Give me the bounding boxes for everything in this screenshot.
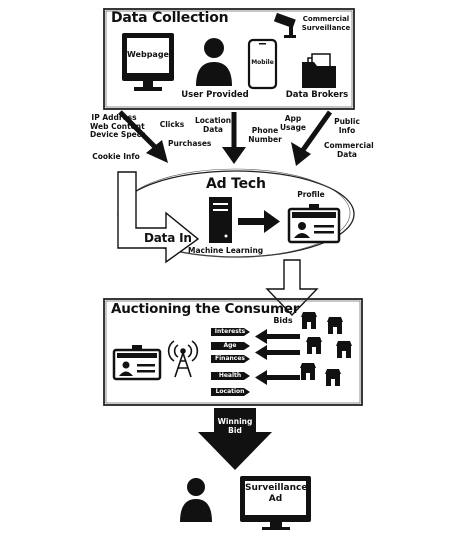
surveillance-ad-monitor-icon [240, 476, 311, 530]
profile-label: Profile [297, 190, 325, 199]
data-brokers-folder-icon [302, 53, 336, 88]
machine-learning-server-icon [209, 197, 232, 243]
webpages-monitor-icon [122, 33, 174, 91]
consumer-person-icon [180, 478, 212, 522]
location-data-label: Location Data [195, 116, 232, 134]
user-provided-label: User Provided [181, 90, 249, 100]
ad-tech-title: Ad Tech [206, 176, 266, 192]
machine-learning-label: Machine Learning [188, 246, 264, 255]
clicks-label: Clicks [159, 120, 185, 129]
bid-arrows [255, 329, 300, 385]
auction-title: Auctioning the Consumer [111, 301, 300, 317]
input-arrows [118, 110, 333, 166]
tag-location: Location [215, 388, 245, 395]
data-collection-box [103, 8, 355, 110]
tag-arrows [211, 328, 250, 396]
mobile-phone-icon [247, 38, 278, 90]
ip-web-device-label: IP Address Web Content Device Specs [90, 113, 146, 139]
profile-id-card-icon [287, 204, 341, 244]
phone-number-label: Phone Number [248, 126, 282, 144]
tag-interests: Interests [214, 328, 246, 335]
webpages-label: Webpages [127, 50, 174, 59]
auction-box [103, 298, 363, 406]
cookie-info-label: Cookie Info [92, 152, 140, 161]
commercial-surveillance-label: Commercial Surveillance [301, 15, 351, 32]
mobile-label: Mobile [251, 59, 274, 66]
data-collection-title: Data Collection [111, 10, 229, 26]
tag-age: Age [223, 342, 237, 349]
tag-finances: Finances [215, 355, 245, 362]
public-info-label: Public Info [334, 117, 360, 135]
user-provided-person-icon [196, 38, 232, 86]
winning-bid-label: Winning Bid [217, 417, 253, 435]
data-in-label: Data In [144, 231, 192, 245]
surveillance-ad-label: Surveillance Ad [245, 483, 308, 504]
tag-health: Health [218, 372, 242, 379]
purchases-label: Purchases [168, 139, 212, 148]
data-in-arrow [117, 171, 200, 264]
signal-tower-icon [167, 340, 199, 378]
commercial-data-label: Commercial Data [324, 141, 374, 159]
ml-to-profile-arrow [238, 210, 280, 233]
surveillance-camera-icon [273, 12, 296, 38]
winning-bid-arrow [198, 408, 272, 470]
data-brokers-label: Data Brokers [285, 90, 349, 100]
bidder-shop-icons [300, 312, 352, 386]
app-usage-label: App Usage [279, 114, 307, 132]
consumer-id-card-icon [112, 345, 162, 381]
bids-label: Bids [273, 316, 293, 325]
